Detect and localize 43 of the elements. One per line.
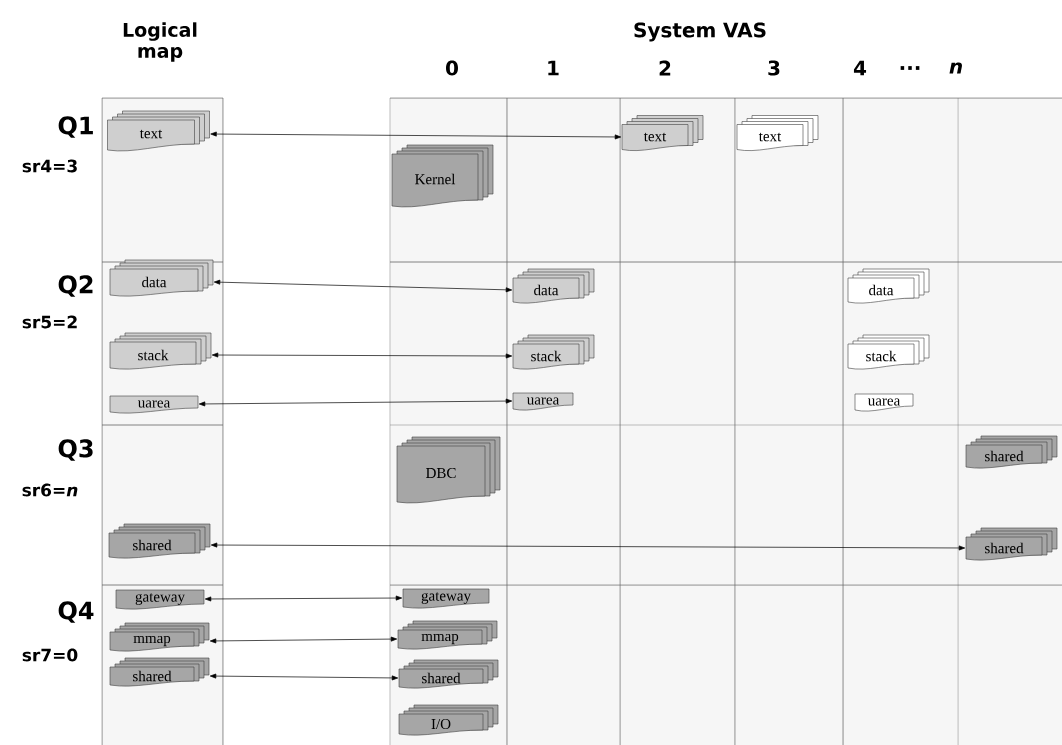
heading-label: Q3 <box>58 439 93 461</box>
double-arrow <box>210 131 622 140</box>
heading-label: Logical map <box>123 22 197 62</box>
heading-label: 2 <box>659 60 671 76</box>
document-stack: text <box>736 115 819 151</box>
heading-label: sr4=3 <box>22 159 77 173</box>
heading-label: sr5=2 <box>22 315 77 329</box>
double-arrow <box>211 352 513 359</box>
document-stack: shared <box>398 659 499 689</box>
document-stack: shared <box>109 657 210 687</box>
document-stack: shared <box>965 435 1058 469</box>
document-stack: I/O <box>398 704 499 736</box>
document-stack: data <box>512 268 595 304</box>
heading-label: 3 <box>768 60 780 76</box>
heading-label: sr6=n <box>22 483 78 497</box>
double-arrow <box>198 398 513 407</box>
document-stack: shared <box>965 527 1058 561</box>
heading-label: System VAS <box>634 22 766 42</box>
document-stack: stack <box>512 334 595 370</box>
heading-label: n <box>949 62 962 74</box>
heading-label: Q2 <box>58 275 93 297</box>
document-stack: mmap <box>397 620 498 650</box>
double-arrow <box>210 542 966 551</box>
heading-label: Q4 <box>58 601 94 623</box>
document-stack: stack <box>847 334 930 370</box>
heading-label: ... <box>900 66 920 70</box>
heading-label: sr7=0 <box>22 648 78 662</box>
document-stack: DBC <box>396 436 501 504</box>
document-stack: shared <box>108 523 211 559</box>
heading-label: 0 <box>446 60 458 76</box>
heading-label: 1 <box>548 60 559 76</box>
document-stack: text <box>621 115 704 151</box>
document-stack: stack <box>109 332 212 370</box>
double-arrow <box>204 595 403 602</box>
document-stack: Kernel <box>391 144 494 208</box>
document-stack: data <box>847 268 930 304</box>
double-arrow <box>209 636 398 644</box>
double-arrow <box>209 673 399 681</box>
heading-label: 4 <box>853 60 867 76</box>
document-stack: text <box>107 110 210 152</box>
double-arrow <box>213 279 513 293</box>
document-stack: data <box>109 259 214 297</box>
document-stack: mmap <box>109 622 210 652</box>
